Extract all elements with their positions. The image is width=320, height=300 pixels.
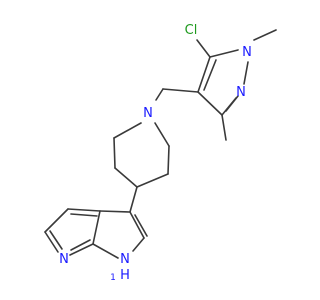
bond xyxy=(113,122,142,139)
bond xyxy=(221,114,227,141)
bond xyxy=(134,214,148,237)
bond xyxy=(70,213,98,217)
pyrrole-nh-locant-label: 1 xyxy=(110,273,116,283)
pyrrole-nh-hydrogen-label: H xyxy=(120,268,130,283)
pyrazole-n1-methyl-label: N xyxy=(242,45,252,60)
bond xyxy=(196,39,211,58)
bond xyxy=(92,243,119,259)
bond xyxy=(70,239,91,251)
molecule-canvas: Cl N N N N N H 1 xyxy=(44,23,277,283)
bond xyxy=(92,210,101,245)
bond xyxy=(203,59,217,91)
bond xyxy=(197,91,223,116)
bond xyxy=(225,95,239,112)
bond xyxy=(114,167,138,188)
bond xyxy=(197,56,211,93)
pyrrole-nh-nitrogen-label: N xyxy=(120,252,130,267)
bond xyxy=(67,208,101,212)
bond xyxy=(253,29,277,41)
chlorine-atom-label: Cl xyxy=(185,23,198,38)
pyridine-nitrogen-label: N xyxy=(59,252,69,267)
bond xyxy=(44,208,69,233)
bond xyxy=(44,231,59,253)
bond xyxy=(69,243,94,256)
bond xyxy=(162,88,199,93)
piperidine-nitrogen-label: N xyxy=(143,106,153,121)
bond xyxy=(129,186,138,213)
molecule-structure: Cl N N N N N H 1 xyxy=(44,23,277,283)
bond xyxy=(154,122,170,147)
bond xyxy=(49,230,63,250)
bond xyxy=(155,88,164,101)
bond xyxy=(167,145,170,175)
bond xyxy=(243,61,249,85)
bond xyxy=(209,49,239,58)
bond-layer xyxy=(44,29,277,259)
bond xyxy=(132,237,145,252)
bond xyxy=(136,173,169,188)
bond xyxy=(113,137,116,169)
bond xyxy=(129,211,145,239)
bond xyxy=(99,210,131,213)
pyrazole-n2-label: N xyxy=(236,85,246,100)
atom-label-layer: Cl N N N N N H 1 xyxy=(59,23,252,283)
